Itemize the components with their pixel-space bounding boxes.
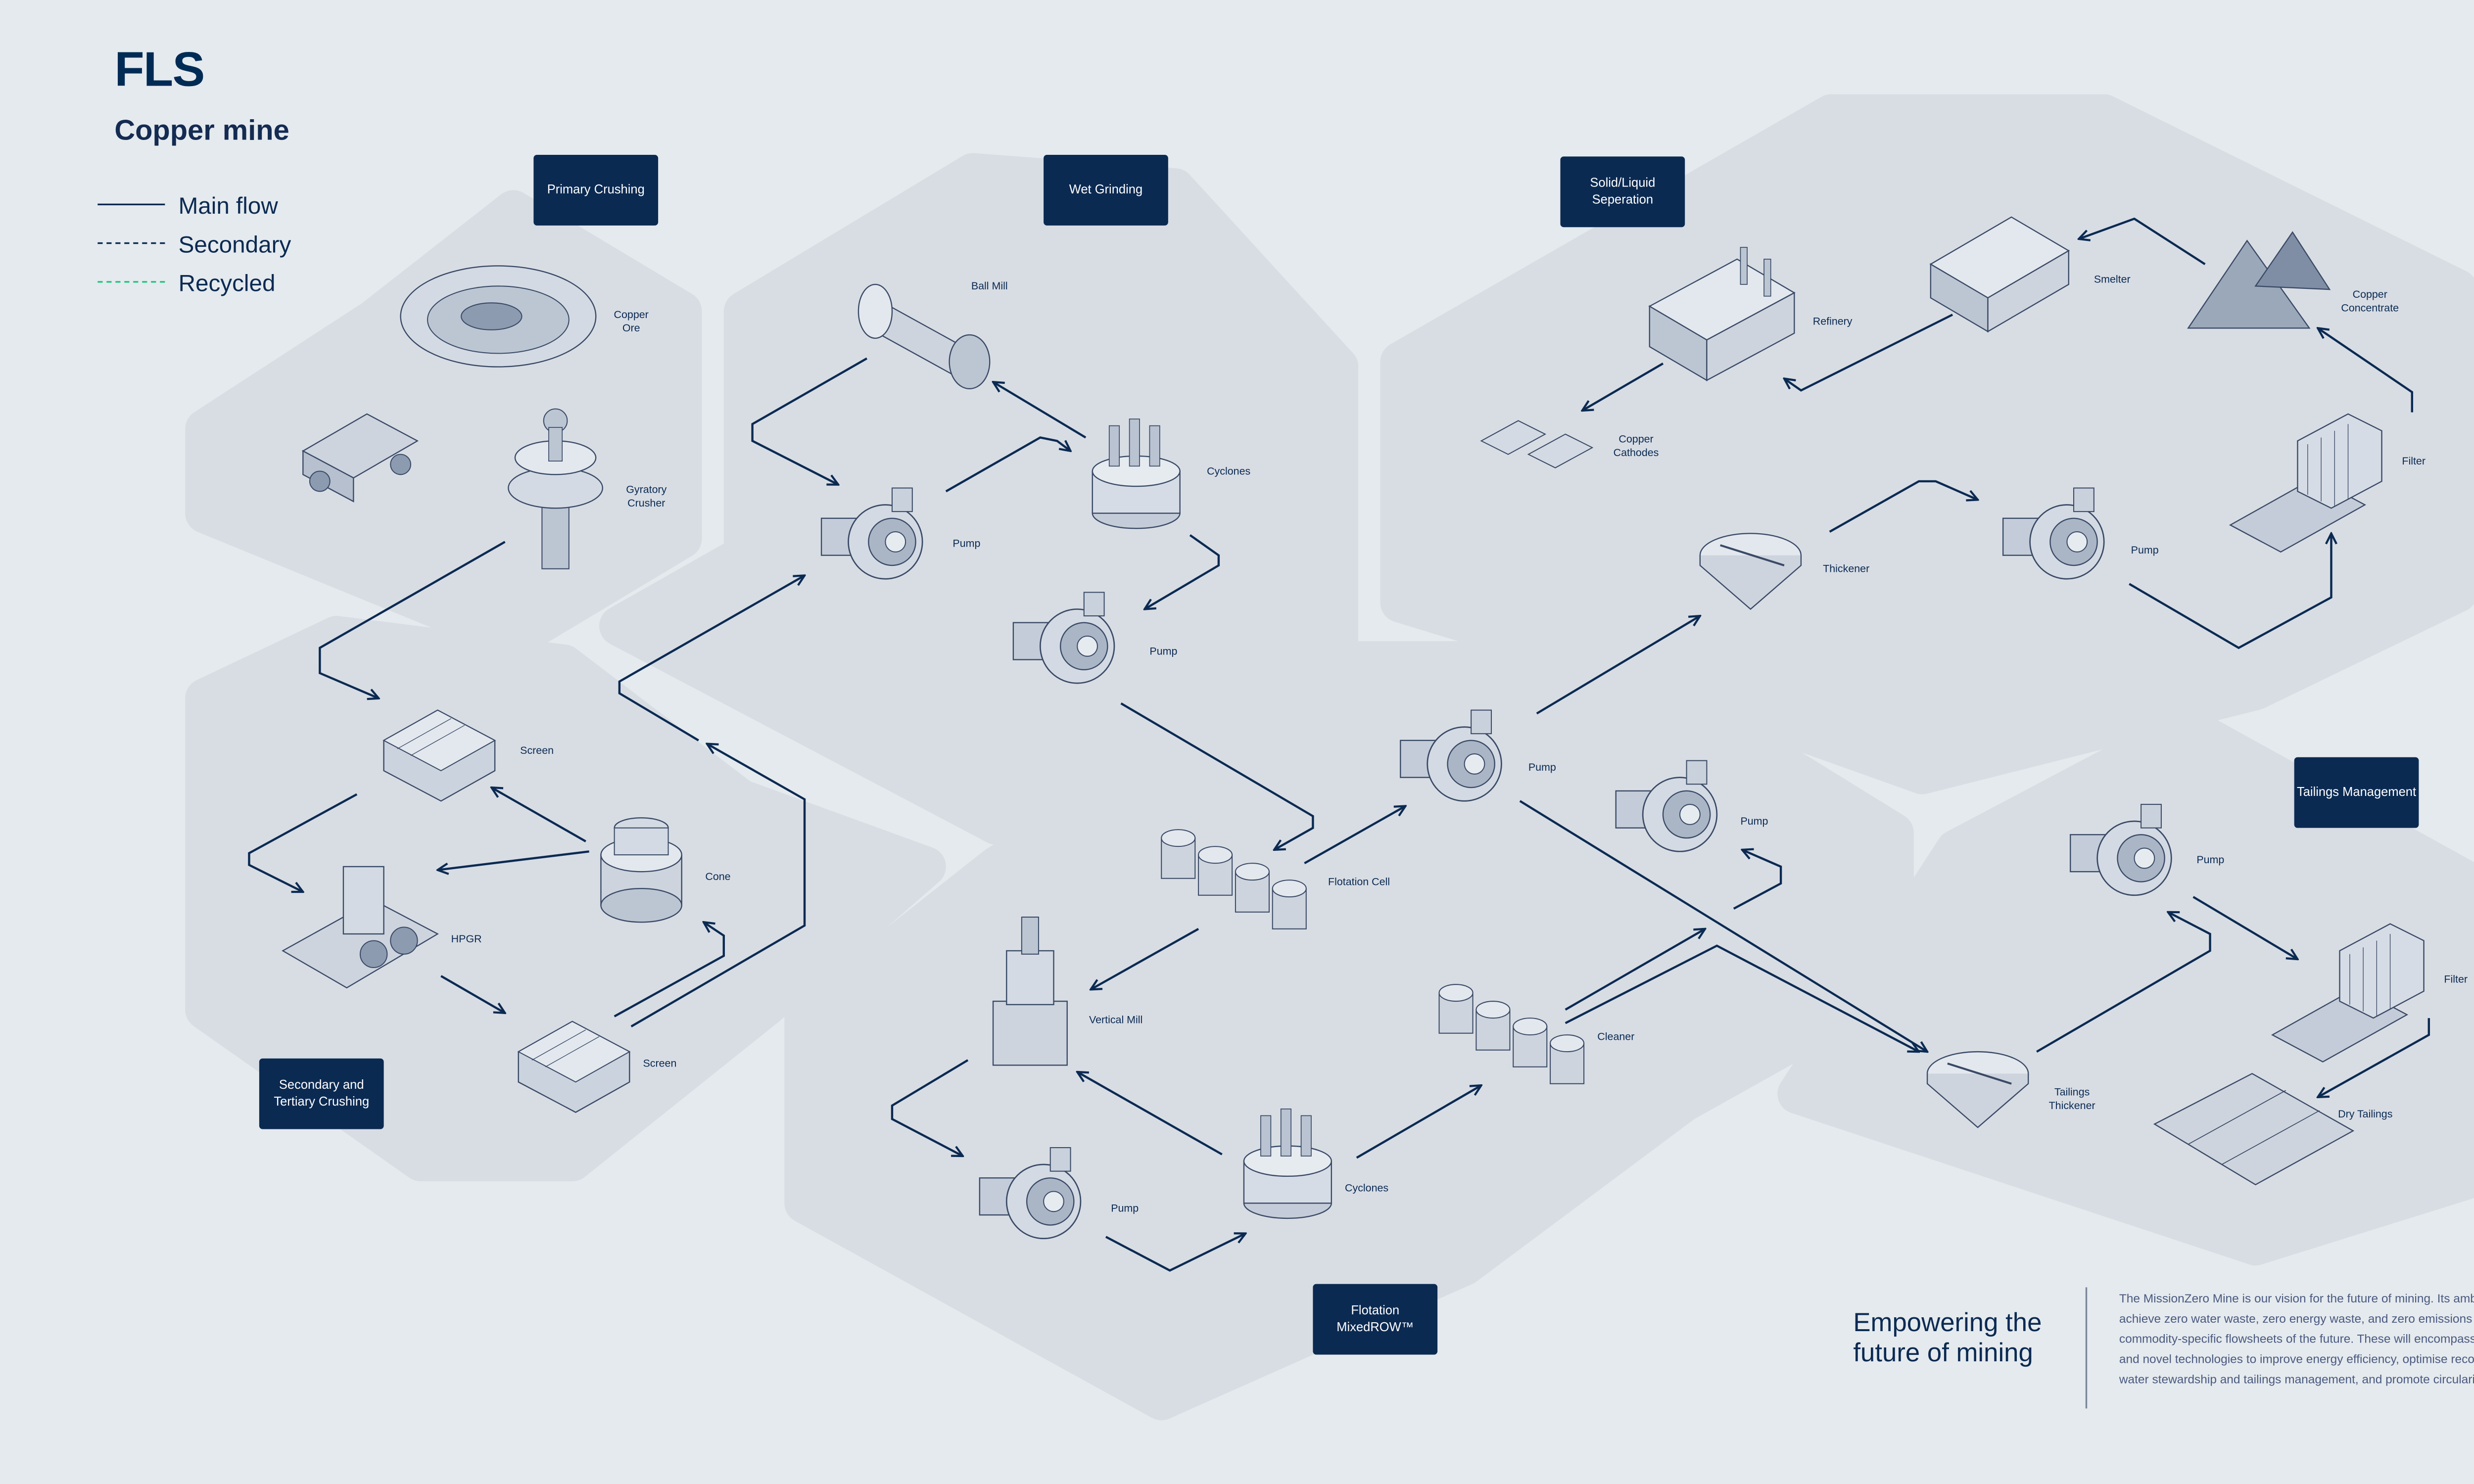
dry-tailings-icon [2153,1072,2355,1186]
label-copper-concentrate: Copper Concentrate [2341,289,2399,315]
label-ball-mill: Ball Mill [971,281,1008,293]
label-pump: Pump [1149,646,1178,658]
page-title: Copper mine [114,114,289,146]
flow-arrow [1565,929,1705,1011]
label-vertical-mill: Vertical Mill [1089,1015,1143,1027]
flow-arrow [614,922,725,1018]
flow-arrow [1120,702,1314,850]
label-flotation-cell: Flotation Cell [1328,877,1390,889]
label-pump: Pump [2196,855,2225,867]
dashed-line-icon [97,242,165,244]
label-screen: Screen [520,745,554,757]
label-refinery: Refinery [1812,316,1853,328]
legend-recycled: Recycled [97,263,291,301]
label-pump: Pump [1740,816,1768,828]
flow-arrow [440,975,505,1013]
mission-blurb: The MissionZero Mine is our vision for t… [2119,1291,2474,1387]
flow-arrow [2129,533,2331,649]
flow-arrow [891,1059,969,1156]
label-pump: Pump [1111,1203,1139,1215]
section-solid-liquid-separation: Solid/Liquid Seperation [1560,156,1685,228]
flow-arrow [1304,806,1405,865]
flow-arrow [2036,912,2211,1053]
label-pump: Pump [952,538,981,551]
flow-arrow [1105,1234,1245,1272]
flow-arrow [993,382,1087,439]
legend-label: Main flow [178,191,278,218]
haul-truck-icon [301,413,419,503]
flow-arrow [1565,944,1919,1052]
label-screen: Screen [643,1058,677,1070]
section-wet-grinding: Wet Grinding [1044,154,1168,226]
main-flow-arrows [248,217,2430,1272]
cone-crusher-icon [600,817,682,923]
flow-arrow [1356,1085,1481,1159]
footer-divider [2085,1287,2088,1409]
label-pump: Pump [1528,762,1556,774]
flow-arrow [1536,616,1700,715]
legend-main-flow: Main flow [97,185,291,224]
smelter-icon [1929,216,2070,333]
flow-arrow [1733,850,1782,910]
flow-arrow [2318,328,2413,413]
flow-arrow [751,357,868,485]
vertical-mill-icon [992,916,1068,1066]
flow-arrow [491,788,586,842]
copper-concentrate-pile-icon [2187,231,2331,329]
flow-arrow [1077,1072,1223,1156]
label-copper-ore: Copper Ore [614,309,649,335]
copper-cathodes-icon [1480,420,1594,468]
label-cone: Cone [705,872,731,883]
label-smelter: Smelter [2093,274,2131,286]
section-tailings-management: Tailings Management [2294,757,2419,828]
flow-arrow [630,744,806,1028]
tagline: Empowering the future of mining [1853,1309,2042,1368]
fls-logo: FLS [114,44,205,98]
flow-arrow [1519,800,1927,1052]
label-cyclones: Cyclones [1345,1183,1389,1195]
hpgr-icon [282,866,439,989]
section-primary-crushing: Primary Crushing [533,154,659,226]
section-flotation: Flotation MixedROW™ [1313,1284,1438,1355]
label-gyratory-crusher: Gyratory Crusher [626,484,667,510]
section-secondary-tertiary-crushing: Secondary and Tertiary Crushing [259,1058,384,1129]
flow-arrow [1829,480,1978,533]
flow-arrow [2318,1018,2430,1097]
label-filter: Filter [2402,456,2426,468]
flow-arrow [1784,314,1953,392]
flow-arrow [319,541,506,698]
label-cleaner: Cleaner [1597,1031,1635,1044]
legend-label: Recycled [178,268,276,296]
label-thickener: Thickener [1823,563,1870,576]
copper-ore-pit-icon [400,265,597,368]
flow-arrow [248,793,358,892]
label-tailings-thickener: Tailings Thickener [2048,1087,2095,1113]
solid-line-icon [97,203,165,206]
flow-arrow [2192,896,2298,959]
gyratory-crusher-icon [508,408,604,569]
flow-arrow [618,575,805,742]
refinery-icon [1648,247,1796,381]
ball-mill-icon [857,283,991,390]
legend-label: Secondary [178,230,291,257]
label-cyclones: Cyclones [1207,466,1251,478]
flow-arrow [1091,928,1199,989]
label-hpgr: HPGR [451,933,482,946]
legend-secondary: Secondary [97,224,291,262]
legend: Main flow Secondary Recycled [97,185,291,301]
label-filter: Filter [2444,974,2468,986]
label-dry-tailings: Dry Tailings [2338,1109,2393,1121]
flow-arrow [1144,534,1220,609]
flow-arrow [1582,362,1664,411]
label-copper-cathodes: Copper Cathodes [1613,434,1659,460]
green-dashed-line-icon [97,281,165,283]
flow-arrow [945,436,1071,493]
flow-arrow [2079,217,2206,265]
label-pump: Pump [2131,545,2159,557]
flow-arrow [437,850,589,870]
